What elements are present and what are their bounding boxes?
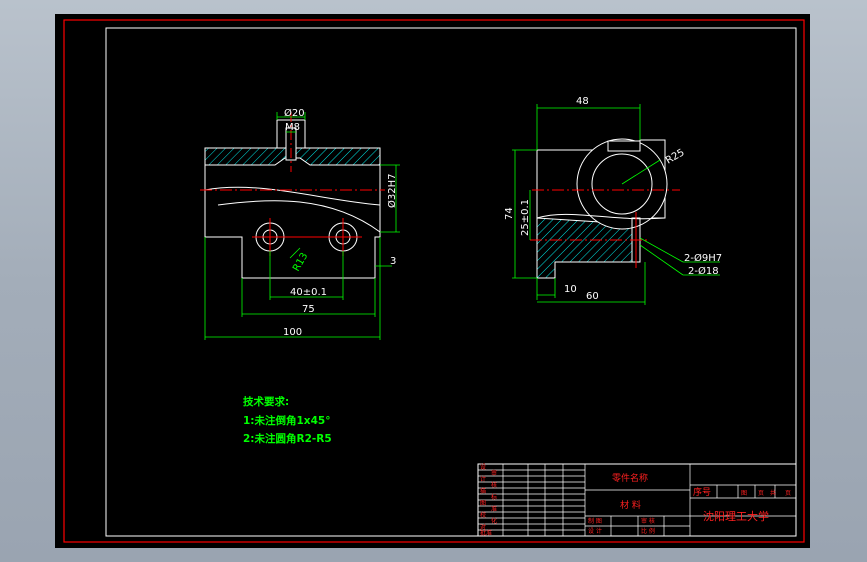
side-dim-center-height: 25±0.1 [520,199,531,236]
side-dim-hole-dia: 2-Ø18 [688,265,719,277]
notes-line-2: 2:未注圆角R2-R5 [243,432,332,445]
tb-sheet-col-2: 页 [758,490,764,497]
notes-line-1: 1:未注倒角1x45° [243,414,330,427]
tb-row-12: 批准 [480,529,492,537]
front-dim-overall-width: 100 [283,327,302,338]
front-dim-base-width: 75 [302,304,315,315]
title-block: 设 计 描 图 校 对 审 核 标 准 化 批准 零件名称 材 料 序号 图 页… [477,463,797,537]
side-base-curve [536,213,666,220]
tb-row-11: 化 [491,517,497,525]
tb-sheet-col-3: 共 [770,489,776,497]
tb-row-4: 图 [480,500,486,507]
side-boss-inner [591,153,653,215]
tb-row-6: 对 [480,523,486,531]
tb-check: 审 核 [641,517,655,525]
notes-title: 技术要求: [243,395,289,408]
tb-sheet-col-1: 图 [741,490,747,497]
front-dim-bore-fit: Ø32H7 [386,174,398,208]
side-dim-top-width: 48 [576,96,589,107]
side-dim-hole-fit: 2-Ø9H7 [684,252,722,264]
sheet-border [63,19,805,543]
tb-serial: 序号 [693,486,711,498]
tb-material: 材 料 [620,499,641,511]
tb-row-8: 核 [491,481,497,489]
tb-row-3: 描 [480,487,486,495]
technical-notes: 技术要求: 1:未注倒角1x45° 2:未注圆角R2-R5 [243,395,332,445]
front-bore-lower [217,200,381,233]
tb-design: 设 计 [588,527,602,535]
side-dim-radius: R25 [664,147,687,166]
tb-drawn: 制 图 [588,517,602,525]
tb-part-name: 零件名称 [612,472,648,484]
side-dim-overall-length: 60 [586,291,599,302]
tb-row-7: 审 [491,469,497,477]
drawing-canvas[interactable]: Ø20 M8 Ø32H7 R13 40±0.1 75 100 3 [55,14,810,548]
side-top-tab [607,140,641,152]
tb-school: 沈阳理工大学 [703,509,769,523]
front-body-outline [204,165,381,279]
tb-row-9: 标 [491,493,497,501]
front-view: Ø20 M8 Ø32H7 R13 40±0.1 75 100 3 [200,107,400,340]
front-dim-thread: M8 [285,122,300,133]
tb-row-10: 准 [491,505,497,513]
side-view: 48 R25 74 25±0.1 2-Ø9H7 2-Ø18 10 60 [504,96,722,305]
tb-row-5: 校 [480,511,486,519]
drawing-frame [105,27,797,537]
front-dim-bore-top: Ø20 [284,107,305,119]
side-dim-overall-height: 74 [504,207,515,220]
side-dim-slot: 10 [564,284,577,295]
tb-sheet-col-4: 页 [785,490,791,497]
tb-ratio: 比 例 [641,527,655,535]
front-dim-hole-spacing: 40±0.1 [290,287,327,298]
tb-row-2: 计 [480,475,486,483]
front-bore-curve [204,186,381,206]
front-dim-flange: 3 [390,256,396,267]
tb-row-1: 设 [480,463,486,471]
drawing-sheet: Ø20 M8 Ø32H7 R13 40±0.1 75 100 3 [63,19,805,543]
